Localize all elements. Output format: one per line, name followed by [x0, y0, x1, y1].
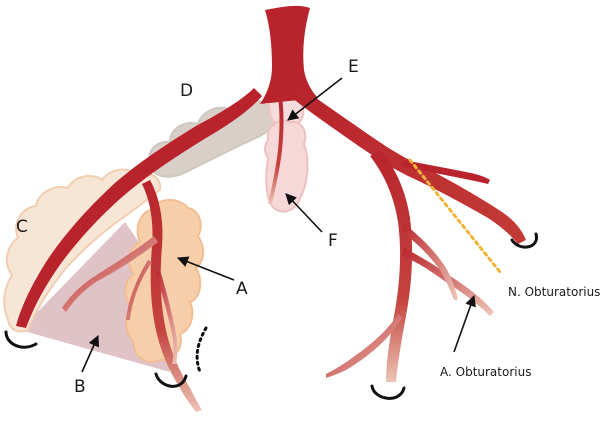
label-e: E	[348, 57, 359, 77]
label-d: D	[180, 81, 193, 101]
label-f: F	[328, 231, 338, 251]
label-a-obturatorius: A. Obturatorius	[440, 365, 531, 379]
aorta-trunk	[260, 6, 318, 104]
label-n-obturatorius: N. Obturatorius	[508, 285, 600, 299]
label-b: B	[74, 377, 86, 397]
arrow-icon-f	[286, 194, 322, 232]
label-a: A	[236, 279, 248, 299]
label-c: C	[16, 217, 28, 237]
arrow-icon-a-obturatorius	[454, 296, 474, 352]
clip-icon	[6, 332, 36, 347]
dotted-ligature-icon	[197, 328, 206, 372]
clip-icon	[372, 386, 404, 398]
